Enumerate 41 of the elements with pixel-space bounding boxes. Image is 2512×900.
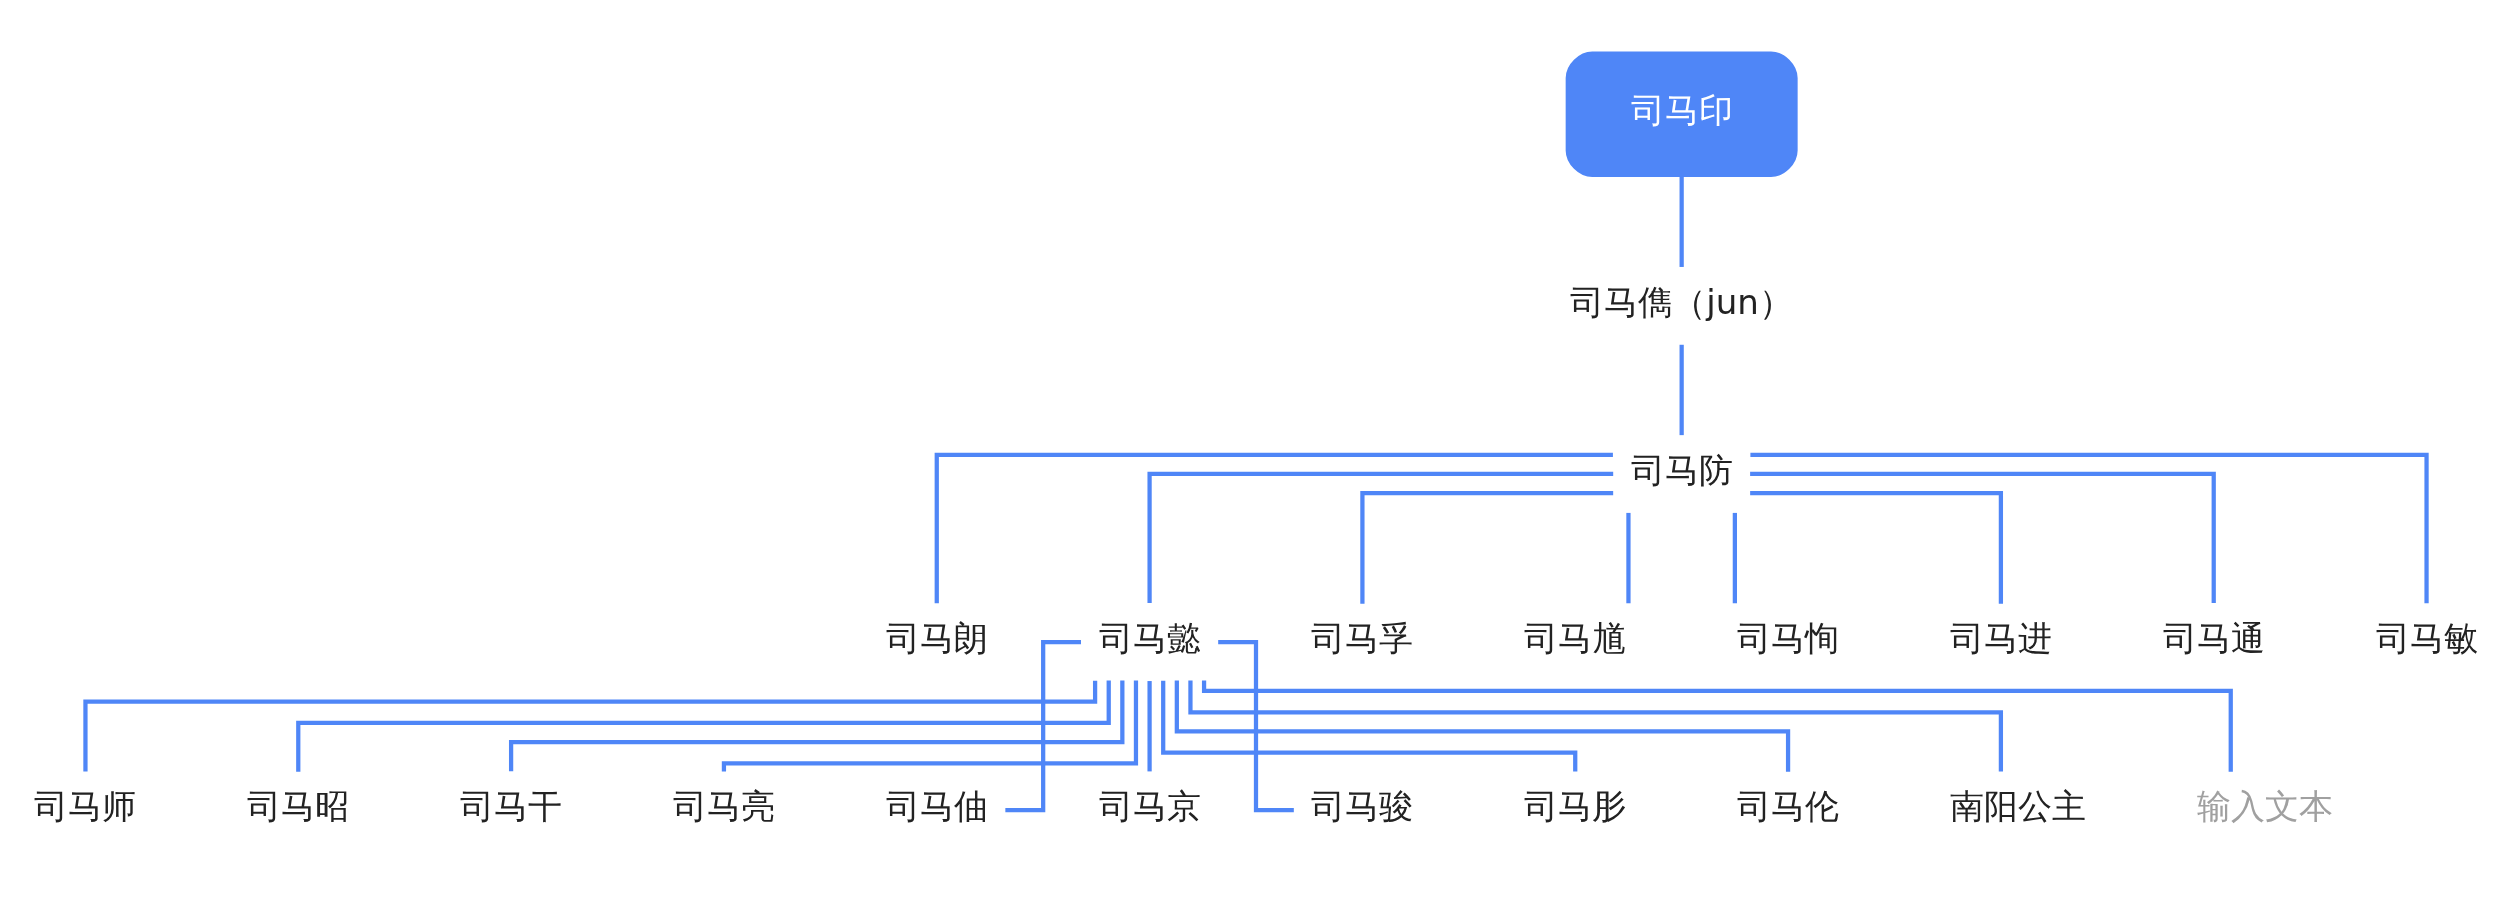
node-box: 司马印 <box>1565 50 1798 177</box>
connector <box>1750 452 2429 603</box>
connector <box>1679 176 1684 267</box>
node-text: 司马恂 <box>1737 617 1840 658</box>
node-text: 司马防 <box>1630 449 1733 490</box>
connector <box>1750 490 2004 604</box>
node-text: 司马亮 <box>672 785 775 826</box>
node-text: 司马伦 <box>1737 785 1840 826</box>
connector <box>1750 471 2216 603</box>
connector <box>1188 679 2004 771</box>
connector <box>83 680 1098 772</box>
node-text: 司马京 <box>1098 785 1201 826</box>
connector <box>508 679 1125 771</box>
connector <box>296 680 1111 772</box>
node-text: 司马孚 <box>1311 617 1414 658</box>
node-text: 司马懿 <box>1098 617 1201 658</box>
node-text: 司马儁（jun） <box>1570 281 1793 322</box>
node-text: 司马朗 <box>885 617 988 658</box>
node-text: 司马进 <box>1949 617 2052 658</box>
node-text: 南阳公主 <box>1949 785 2086 826</box>
connector <box>1147 471 1614 603</box>
connector <box>1732 512 1737 603</box>
node-text: 司马干 <box>460 785 563 826</box>
connector <box>721 679 1139 771</box>
connector <box>1005 639 1081 812</box>
connector <box>1201 679 2233 772</box>
node-text: 司马通 <box>2162 617 2265 658</box>
node-text: 司马骏 <box>1311 785 1414 826</box>
node-text: 司马馗 <box>1524 617 1627 658</box>
node-text: 司马师 <box>34 785 137 826</box>
connector <box>934 452 1613 603</box>
node-text: 司马肜 <box>1524 785 1627 826</box>
connector <box>1161 680 1578 772</box>
node-text: 司马敏 <box>2375 617 2478 658</box>
node-text: 司马昭 <box>247 785 350 826</box>
connector <box>1626 512 1631 603</box>
node-text: 司马伷 <box>885 785 988 826</box>
connector <box>1679 344 1684 435</box>
connector <box>1360 490 1614 604</box>
node-text: 输入文本 <box>2196 785 2333 826</box>
connector <box>1147 680 1152 771</box>
